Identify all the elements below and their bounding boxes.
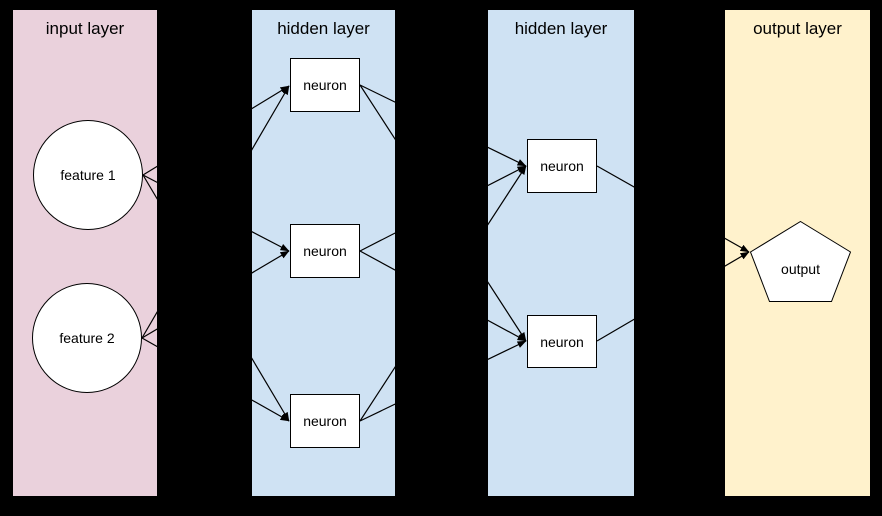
connector-arrow xyxy=(359,165,527,422)
node-label: output xyxy=(781,260,820,277)
connector-arrow xyxy=(141,337,290,422)
pentagon-shape xyxy=(750,221,851,302)
connector-arrow xyxy=(596,165,750,253)
connector-arrow xyxy=(141,250,290,339)
connector-arrow xyxy=(359,165,527,252)
node-hidden1-neuron-2: neuron xyxy=(290,224,360,278)
layer-panel-hidden2: hidden layer xyxy=(488,10,634,496)
panel-title-output: output layer xyxy=(753,19,842,38)
node-hidden1-neuron-1: neuron xyxy=(290,58,360,112)
panel-title-hidden1: hidden layer xyxy=(277,19,370,38)
node-label: neuron xyxy=(303,413,347,429)
connector-arrow xyxy=(142,85,290,176)
node-feature-1: feature 1 xyxy=(33,120,143,230)
connector-arrow xyxy=(359,84,527,342)
node-label: neuron xyxy=(303,243,347,259)
node-label: feature 1 xyxy=(60,167,116,183)
node-feature-2: feature 2 xyxy=(32,283,142,393)
node-hidden2-neuron-2: neuron xyxy=(527,315,597,368)
node-label: neuron xyxy=(303,77,347,93)
connector-arrow xyxy=(141,85,290,339)
panel-title-hidden2: hidden layer xyxy=(514,19,608,38)
connector-arrow xyxy=(142,174,290,252)
node-output-node: output xyxy=(750,221,851,302)
connector-arrow xyxy=(596,251,750,342)
connector-arrow xyxy=(359,84,527,167)
node-label: neuron xyxy=(540,158,584,174)
node-label: neuron xyxy=(540,333,584,350)
panel-title-input: input layer xyxy=(45,19,125,38)
node-hidden2-neuron-1: neuron xyxy=(527,139,597,193)
node-label: feature 2 xyxy=(59,330,115,346)
connector-arrow xyxy=(359,340,527,422)
node-hidden1-neuron-3: neuron xyxy=(290,394,360,448)
connector-arrow xyxy=(142,174,290,422)
layer-panel-input: input layer xyxy=(13,10,157,496)
connector-arrow xyxy=(359,250,527,342)
